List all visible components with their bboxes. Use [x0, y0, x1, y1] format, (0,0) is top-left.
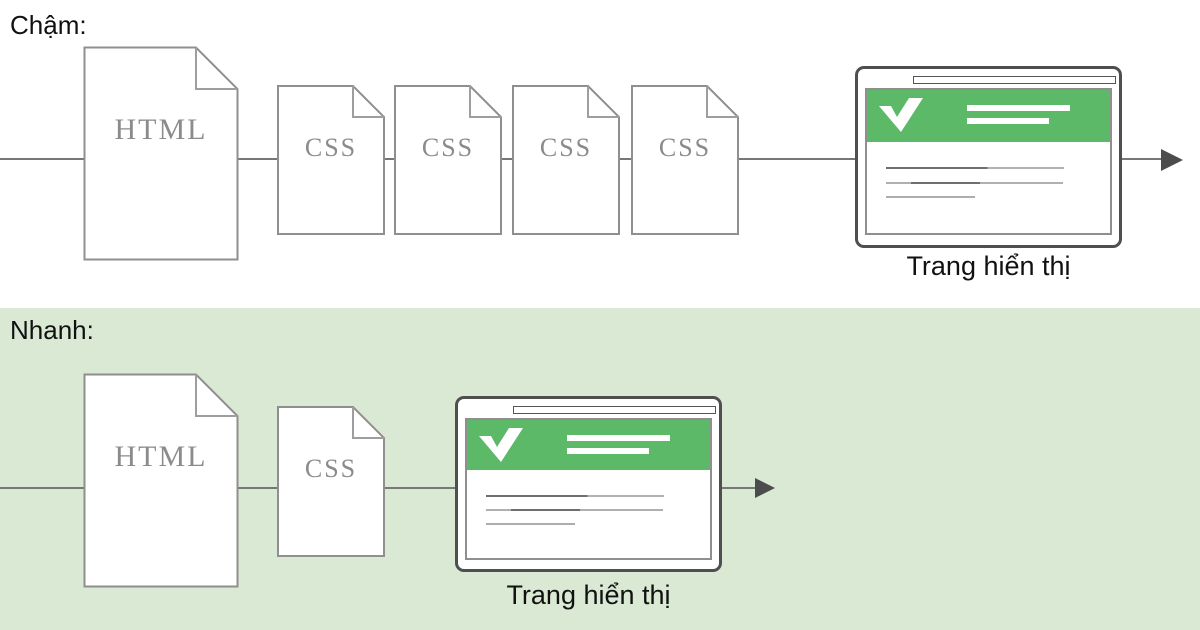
document-file-icon	[631, 85, 739, 235]
body-text-placeholder	[486, 509, 663, 511]
header-text-placeholder	[967, 105, 1070, 111]
document-file-icon	[512, 85, 620, 235]
document-file-icon	[277, 406, 385, 557]
check-v-logo-icon	[479, 428, 523, 462]
body-text-placeholder	[886, 196, 975, 198]
body-text-placeholder	[886, 167, 1064, 169]
page-header-band	[467, 420, 710, 470]
document-file-icon	[277, 85, 385, 235]
slow-rendered-page-browser	[855, 66, 1122, 248]
document-label: CSS	[421, 133, 475, 162]
slow-css-document-3: CSS	[512, 85, 620, 235]
slow-css-document-1: CSS	[277, 85, 385, 235]
document-label: HTML	[114, 439, 208, 473]
body-text-placeholder	[886, 182, 1063, 184]
check-v-logo-icon	[879, 98, 923, 132]
page-header-band	[867, 90, 1110, 142]
body-text-placeholder	[486, 495, 664, 497]
header-text-placeholder	[967, 118, 1049, 124]
slow-browser-caption: Trang hiển thị	[906, 251, 1071, 281]
header-text-placeholder	[567, 448, 649, 454]
browser-address-bar	[913, 76, 1116, 84]
document-label: HTML	[114, 112, 208, 146]
fast-html-document: HTML	[83, 373, 239, 588]
header-text-placeholder	[567, 435, 670, 441]
fast-css-document: CSS	[277, 406, 385, 557]
browser-viewport	[465, 418, 712, 560]
document-label: CSS	[304, 454, 358, 484]
document-label: CSS	[658, 133, 712, 162]
document-label: CSS	[539, 133, 593, 162]
document-file-icon	[83, 373, 239, 588]
fast-section-label: Nhanh:	[10, 315, 94, 345]
slow-css-document-4: CSS	[631, 85, 739, 235]
fast-browser-caption: Trang hiển thị	[506, 580, 671, 610]
slow-css-document-2: CSS	[394, 85, 502, 235]
document-file-icon	[83, 46, 239, 261]
document-label: CSS	[304, 133, 358, 162]
document-file-icon	[394, 85, 502, 235]
browser-viewport	[865, 88, 1112, 235]
fast-rendered-page-browser	[455, 396, 722, 572]
slow-flow-arrowhead-icon	[1161, 149, 1183, 171]
browser-address-bar	[513, 406, 716, 414]
fast-flow-arrowhead-icon	[755, 478, 775, 498]
slow-html-document: HTML	[83, 46, 239, 261]
body-text-placeholder	[486, 523, 575, 525]
slow-section-label: Chậm:	[10, 10, 87, 40]
